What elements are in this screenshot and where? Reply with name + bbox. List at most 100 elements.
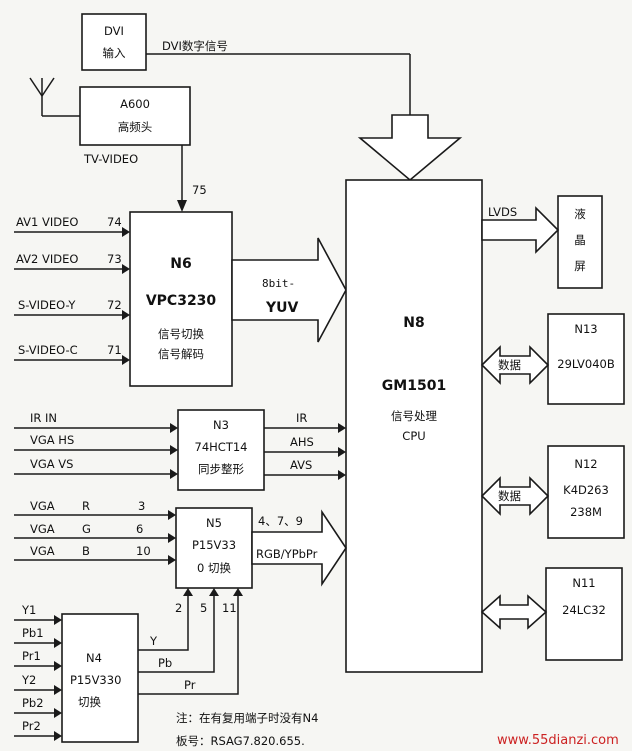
y1-label: Y1 — [21, 603, 36, 617]
lvds-arrow — [481, 206, 560, 254]
n11-bus-arrow — [480, 594, 548, 630]
n12-name: N12 — [574, 457, 597, 471]
n13-chip: 29LV040B — [557, 357, 615, 371]
tuner-label: 高频头 — [118, 120, 153, 134]
tuner-model: A600 — [120, 97, 150, 111]
y-out-label: Y — [149, 634, 158, 648]
n6-name: N6 — [170, 256, 191, 272]
n4-block: N4 P15V330 切换 — [61, 613, 139, 743]
pb1-label: Pb1 — [22, 626, 44, 640]
n6-chip: VPC3230 — [146, 293, 217, 309]
n3-chip: 74HCT14 — [195, 440, 248, 454]
n12-chip-1: K4D263 — [563, 483, 609, 497]
n5-vga-inputs: VGA R 3 VGA G 6 VGA B 10 — [14, 499, 176, 565]
r-label: R — [82, 499, 90, 513]
av1-video-label: AV1 VIDEO — [16, 215, 78, 229]
n11-chip: 24LC32 — [562, 603, 606, 617]
n8-block: N8 GM1501 信号处理 CPU — [345, 179, 483, 673]
n3-inputs: IR IN VGA HS VGA VS — [14, 411, 178, 479]
b-label: B — [82, 544, 90, 558]
note-1: 注：在有复用端子时没有N4 — [176, 711, 318, 725]
n4-outputs: Y 2 Pb 5 Pr 11 — [138, 588, 243, 695]
pin-73: 73 — [107, 252, 122, 266]
yuv-bus-arrow — [231, 237, 347, 343]
n6-function-2: 信号解码 — [158, 347, 204, 361]
tuner-block: A600 高频头 — [79, 86, 191, 146]
n12-data-arrow — [480, 476, 550, 516]
pr-out-label: Pr — [184, 678, 196, 692]
rgb-ypbpr-label: RGB/YPbPr — [256, 547, 318, 561]
vga-g-label: VGA — [30, 522, 55, 536]
av2-video-label: AV2 VIDEO — [16, 252, 78, 266]
y2-label: Y2 — [21, 673, 36, 687]
n3-function: 同步整形 — [198, 462, 244, 476]
note-2: 板号：RSAG7.820.655. — [176, 734, 305, 748]
pin-5: 5 — [200, 601, 207, 615]
n6-inputs: AV1 VIDEO 74 AV2 VIDEO 73 S-VIDEO-Y 72 S… — [14, 215, 130, 365]
watermark: www.55dianzi.com — [497, 733, 619, 748]
n13-name: N13 — [574, 322, 597, 336]
pb-out-label: Pb — [158, 656, 172, 670]
lcd-block: 液 晶 屏 — [557, 195, 603, 289]
lcd-char-1: 液 — [574, 207, 586, 221]
g-label: G — [82, 522, 91, 536]
n5-block: N5 P15V33 0 切换 — [175, 507, 253, 589]
8bit-label: 8bit- — [262, 277, 295, 290]
lcd-char-2: 晶 — [574, 233, 586, 247]
n13-block: N13 29LV040B — [547, 313, 625, 405]
lvds-label: LVDS — [488, 205, 517, 219]
n12-chip-2: 238M — [570, 505, 602, 519]
n6-function-1: 信号切换 — [158, 327, 204, 341]
n11-block: N11 24LC32 — [545, 567, 623, 661]
vga-b-label: VGA — [30, 544, 55, 558]
pin-10: 10 — [136, 544, 151, 558]
pin-74: 74 — [107, 215, 122, 229]
n4-chip: P15V330 — [70, 673, 121, 687]
n13-data-arrow — [480, 345, 550, 385]
lcd-char-3: 屏 — [574, 259, 586, 273]
ahs-label: AHS — [290, 435, 314, 449]
n13-data-label: 数据 — [498, 358, 521, 372]
dvi-label: DVI — [104, 24, 124, 38]
dvi-input-block: DVI 输入 — [81, 13, 147, 71]
tv-video-label: TV-VIDEO — [83, 152, 138, 166]
n5-name: N5 — [206, 516, 222, 530]
n8-name: N8 — [403, 315, 424, 331]
n4-name: N4 — [86, 651, 102, 665]
rgb-bus-arrow — [251, 509, 347, 587]
pin-75: 75 — [192, 183, 207, 197]
pin-3: 3 — [138, 499, 145, 513]
vga-hs-label: VGA HS — [30, 433, 74, 447]
vga-r-label: VGA — [30, 499, 55, 513]
yuv-label: YUV — [265, 300, 299, 316]
antenna-icon — [29, 77, 80, 117]
s-video-y-label: S-VIDEO-Y — [18, 298, 76, 312]
n11-name: N11 — [572, 576, 595, 590]
pr1-label: Pr1 — [22, 649, 41, 663]
pin-2: 2 — [175, 601, 182, 615]
pins-4-7-9: 4、7、9 — [258, 514, 303, 528]
pin-72: 72 — [107, 298, 122, 312]
n12-block: N12 K4D263 238M — [547, 445, 625, 539]
n4-function: 切换 — [78, 695, 101, 709]
dvi-arrow — [357, 114, 463, 182]
dvi-digital-label: DVI数字信号 — [162, 39, 228, 53]
n5-chip: P15V33 — [192, 538, 236, 552]
n3-name: N3 — [213, 418, 229, 432]
tv-video-arrowhead — [177, 200, 187, 212]
n12-data-label: 数据 — [498, 489, 521, 503]
n6-block: N6 VPC3230 信号切换 信号解码 — [129, 211, 233, 387]
avs-label: AVS — [290, 458, 312, 472]
n8-function-1: 信号处理 — [391, 409, 437, 423]
s-video-c-label: S-VIDEO-C — [18, 343, 78, 357]
pb2-label: Pb2 — [22, 696, 44, 710]
n4-inputs: Y1 Pb1 Pr1 Y2 Pb2 Pr2 — [14, 603, 62, 741]
pin-6: 6 — [136, 522, 143, 536]
n3-outputs: IR AHS AVS — [264, 411, 346, 480]
pin-11: 11 — [222, 601, 237, 615]
n5-function: 0 切换 — [197, 561, 231, 575]
pin-71: 71 — [107, 343, 122, 357]
ir-in-label: IR IN — [30, 411, 57, 425]
ir-label: IR — [296, 411, 307, 425]
pr2-label: Pr2 — [22, 719, 41, 733]
